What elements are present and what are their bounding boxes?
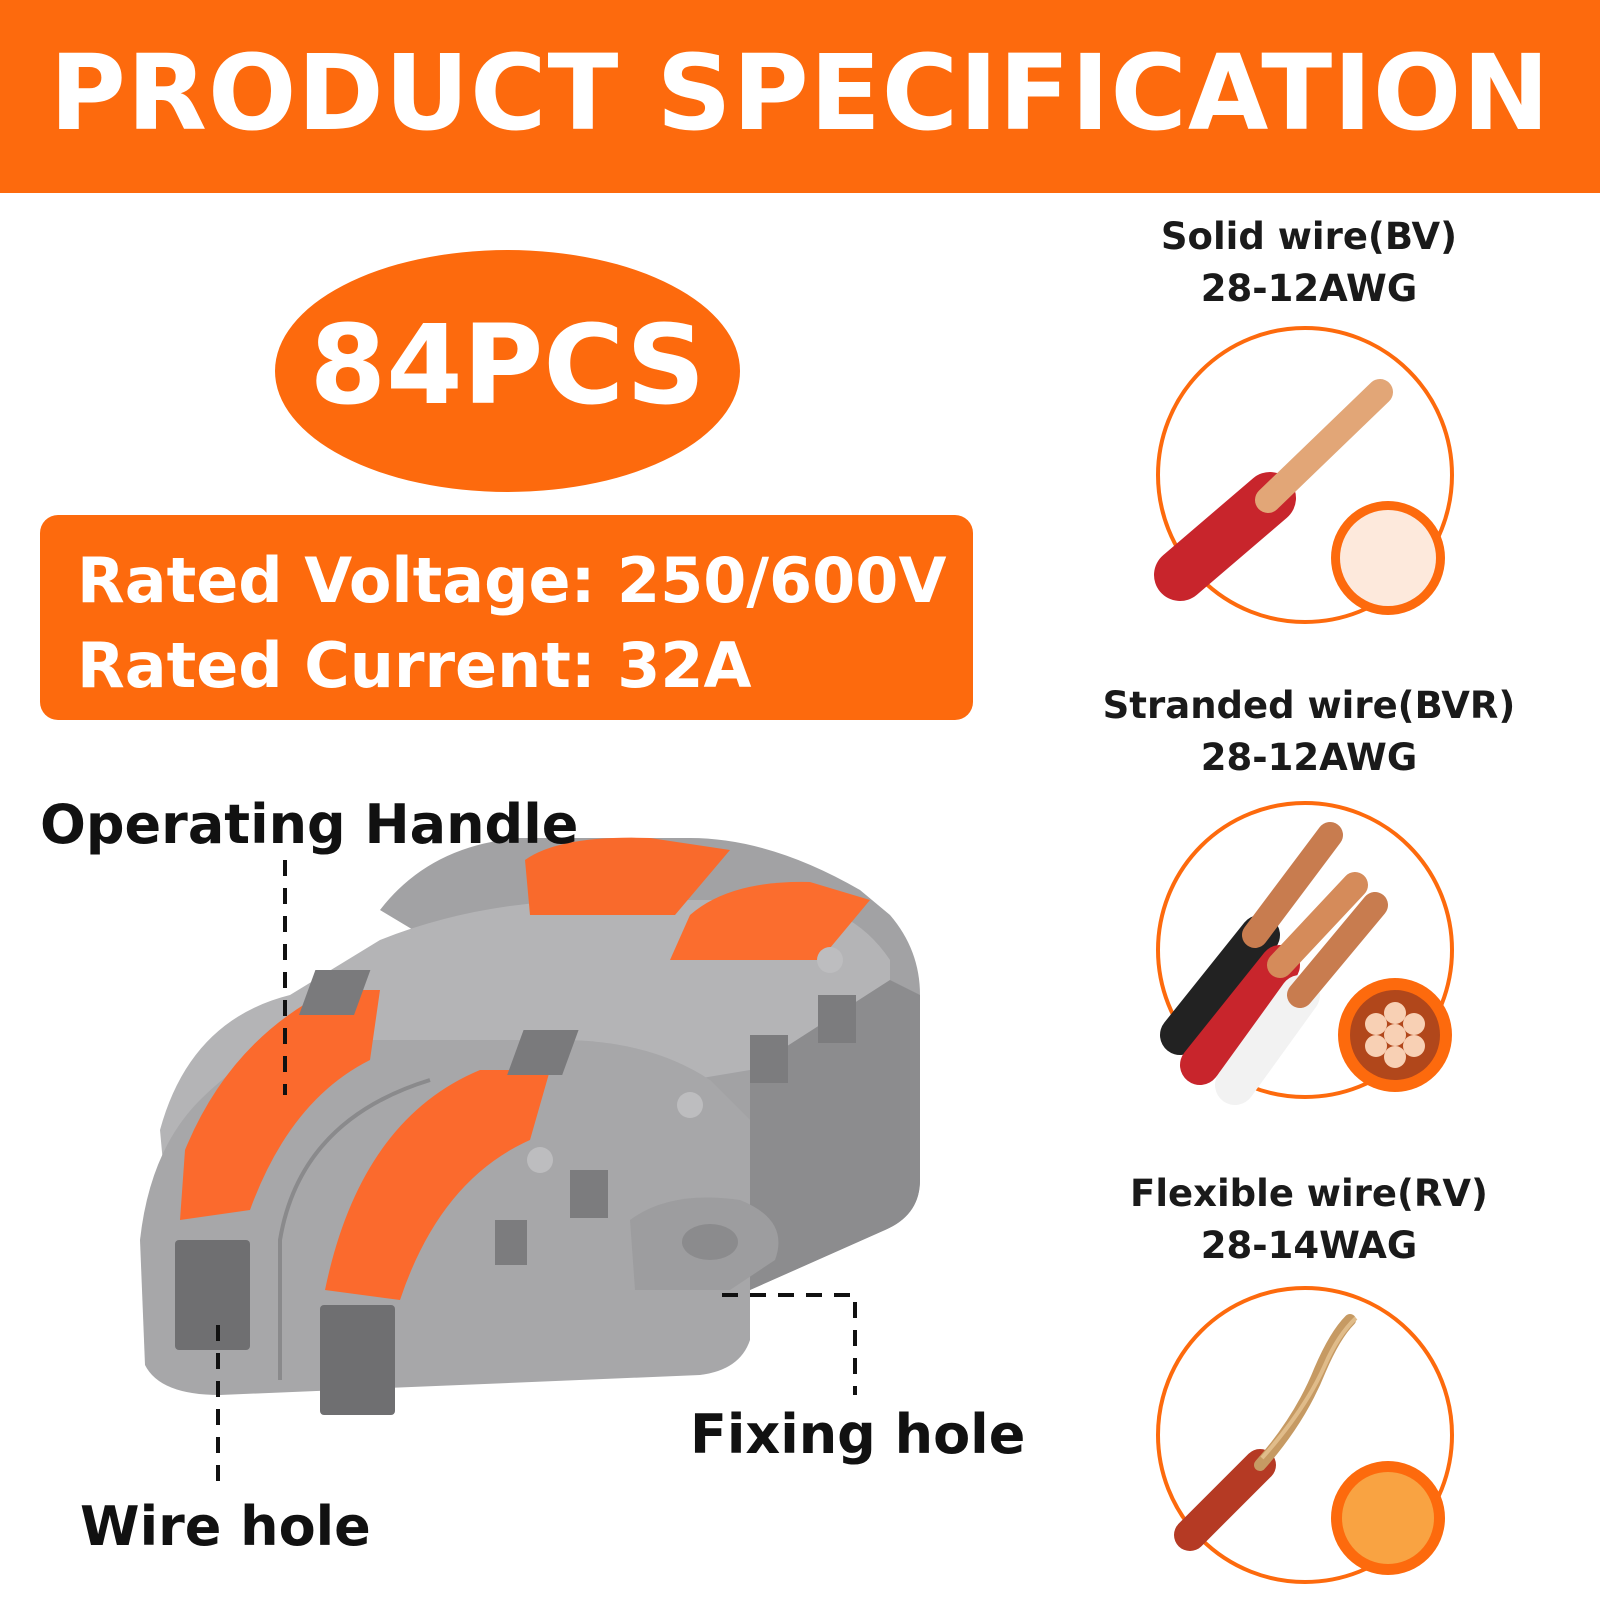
side-slot: [818, 995, 856, 1043]
fixing-hole: [682, 1224, 738, 1260]
quantity-label: 84PCS: [309, 301, 706, 429]
stranded-wire-image: [1156, 801, 1454, 1105]
side-slot: [570, 1170, 608, 1218]
connector-front-body: [140, 1040, 750, 1395]
flexible-cross-section-icon: [1342, 1472, 1434, 1564]
wire-name: Stranded wire(BVR): [1102, 684, 1516, 727]
wire-name: Solid wire(BV): [1160, 215, 1458, 258]
operating-handle-right: [325, 1070, 550, 1300]
wire-gauge: 28-12AWG: [1200, 267, 1418, 310]
flexible-wire-image: [1156, 1286, 1454, 1584]
solid-wire-image: [1154, 326, 1454, 624]
ratings-panel: [40, 515, 973, 720]
wire-name: Flexible wire(RV): [1130, 1172, 1488, 1215]
wire-type-stranded: Stranded wire(BVR) 28-12AWG: [1079, 680, 1539, 784]
wire-type-flexible: Flexible wire(RV) 28-14WAG: [1079, 1168, 1539, 1272]
wire-hole-right: [320, 1305, 395, 1415]
lever-rear-right: [670, 881, 870, 960]
connector-illustration: [140, 837, 920, 1415]
label-fixing-hole: Fixing hole: [690, 1403, 1026, 1466]
side-slot: [495, 1220, 527, 1265]
wire-type-solid: Solid wire(BV) 28-12AWG: [1079, 211, 1539, 315]
side-slot: [750, 1035, 788, 1083]
lever-slot: [299, 970, 371, 1015]
label-operating-handle: Operating Handle: [40, 793, 579, 856]
solid-cross-section-icon: [1340, 510, 1436, 606]
connector-side-face: [750, 980, 920, 1290]
rated-voltage: Rated Voltage: 250/600V: [77, 544, 947, 617]
label-wire-hole: Wire hole: [80, 1495, 371, 1558]
wire-gauge: 28-14WAG: [1200, 1224, 1418, 1267]
operating-handle-left: [180, 990, 380, 1220]
wire-gauge: 28-12AWG: [1200, 736, 1418, 779]
lever-slot: [507, 1030, 579, 1075]
quantity-badge: [275, 250, 740, 492]
wire-hole-left: [175, 1240, 250, 1350]
header-banner: [0, 0, 1600, 193]
page-title: PRODUCT SPECIFICATION: [49, 32, 1551, 154]
lever-rear-left: [525, 837, 730, 915]
rated-current: Rated Current: 32A: [77, 629, 752, 702]
